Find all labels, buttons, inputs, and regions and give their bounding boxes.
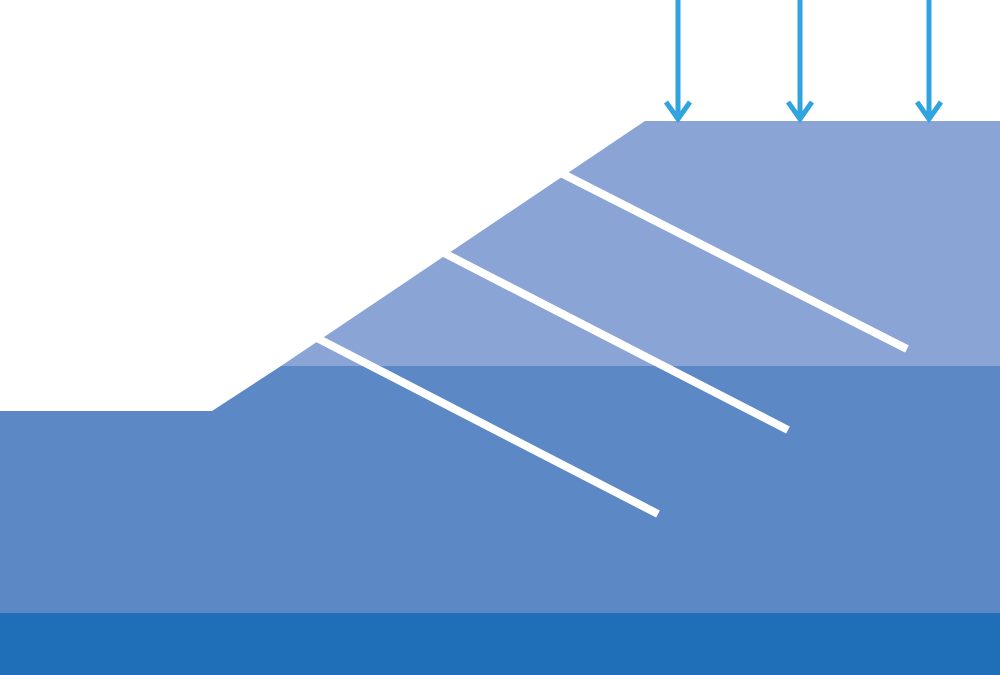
load-arrow-3 — [914, 0, 944, 124]
load-arrow-2 — [785, 0, 815, 124]
upper-soil-layer — [281, 121, 1000, 366]
reinforcement-bar-lower — [313, 333, 660, 518]
load-arrow-1 — [663, 0, 693, 124]
lower-soil-layer — [0, 366, 1000, 613]
reinforcement-bar-middle — [442, 249, 790, 434]
bedrock-layer — [0, 613, 1000, 675]
reinforcement-bar-upper — [561, 170, 909, 353]
